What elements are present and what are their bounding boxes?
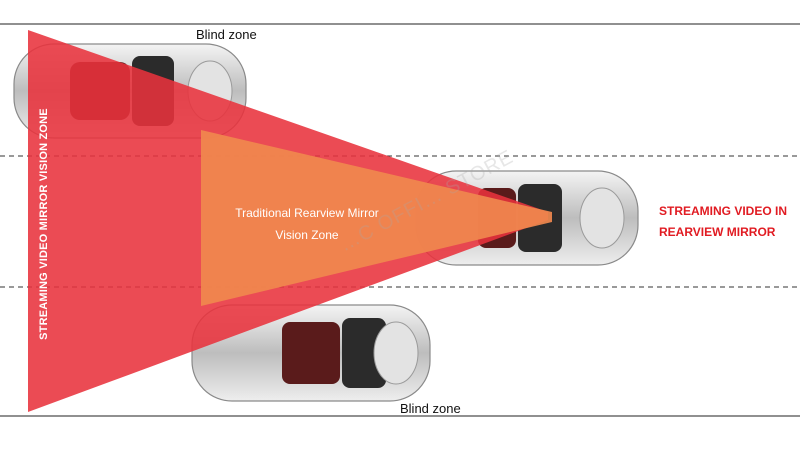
traditional-vision-zone [201, 130, 552, 306]
traditional-zone-label-line1: Traditional Rearview Mirror [235, 206, 379, 220]
streaming-video-label: STREAMING VIDEO IN REARVIEW MIRROR [659, 201, 787, 243]
streaming-video-label-line1: STREAMING VIDEO IN [659, 204, 788, 218]
traditional-zone-label-line2: Vision Zone [275, 228, 339, 242]
streaming-zone-vertical-label: STREAMING VIDEO MIRROR VISION ZONE [38, 108, 50, 340]
traditional-zone-label: Traditional Rearview Mirror Vision Zone [212, 202, 402, 246]
streaming-video-label-line2: REARVIEW MIRROR [659, 225, 776, 239]
blind-zone-label-top: Blind zone [196, 27, 257, 42]
blind-zone-label-bottom: Blind zone [400, 401, 461, 416]
